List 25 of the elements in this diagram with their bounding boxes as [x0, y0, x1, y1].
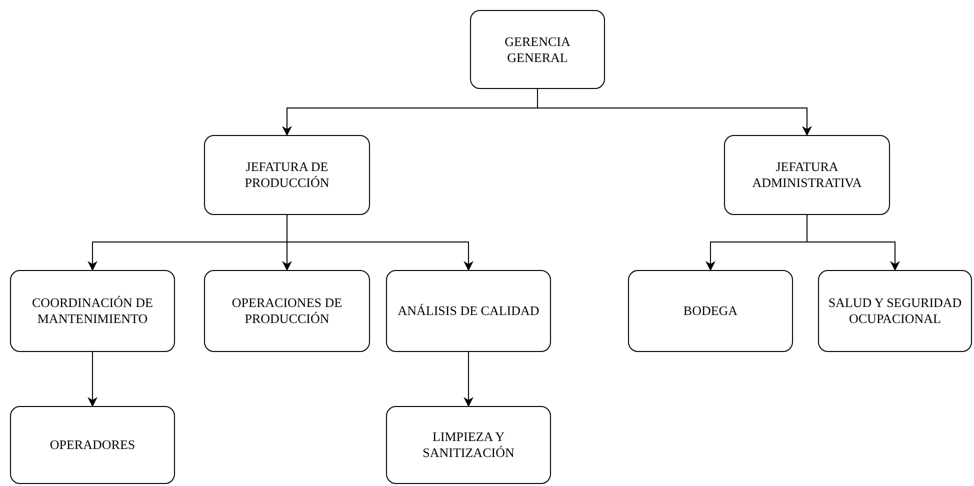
- org-box: [724, 135, 890, 215]
- box-label: JEFATURA ADMINISTRATIVA: [751, 159, 863, 191]
- org-box: [10, 406, 175, 484]
- connector-arrow: [537, 88, 812, 136]
- connector-arrow: [464, 352, 474, 407]
- box-label: SALUD Y SEGURIDAD OCUPACIONAL: [827, 295, 963, 327]
- org-box: [628, 270, 793, 352]
- org-box: [470, 10, 605, 89]
- org-box: [204, 135, 370, 215]
- box-label: BODEGA: [683, 303, 738, 319]
- connector-arrow: [88, 352, 98, 407]
- box-label: LIMPIEZA Y SANITIZACIÓN: [422, 429, 516, 461]
- connector-arrow: [286, 214, 474, 271]
- box-label: GERENCIA GENERAL: [504, 34, 572, 66]
- org-box: [386, 270, 551, 352]
- org-box: [818, 270, 972, 352]
- org-box: [204, 270, 370, 352]
- box-label: ANÁLISIS DE CALIDAD: [398, 303, 540, 319]
- box-label: OPERADORES: [50, 437, 136, 453]
- org-box: [10, 270, 175, 352]
- org-box: [386, 406, 551, 484]
- connector-arrow: [806, 214, 900, 271]
- box-label: OPERACIONES DE PRODUCCIÓN: [230, 295, 344, 327]
- box-label: JEFATURA DE PRODUCCIÓN: [244, 159, 330, 191]
- box-label: COORDINACIÓN DE MANTENIMIENTO: [31, 295, 154, 327]
